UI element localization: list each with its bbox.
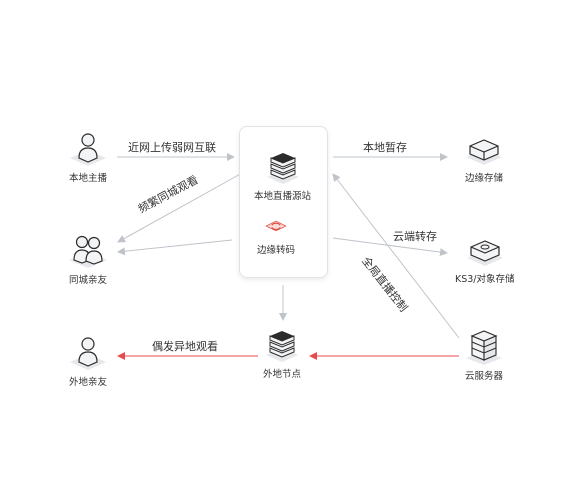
storage-disk-icon	[466, 240, 503, 266]
edge-transcode-label: 边缘转码	[256, 245, 295, 256]
server-stack-icon	[266, 331, 298, 362]
same-city-friends-label: 同城亲友	[68, 275, 107, 286]
remote-node-label: 外地节点	[262, 369, 301, 380]
two-persons-icon	[69, 235, 107, 268]
edge-transcode-node[interactable]: 边缘转码	[254, 212, 298, 256]
origin-station-node[interactable]: 本地直播源站	[254, 146, 311, 202]
local-anchor-label: 本地主播	[68, 173, 107, 184]
remote-friends-node[interactable]: 外地亲友	[66, 332, 110, 388]
remote-friends-label: 外地亲友	[68, 377, 107, 388]
person-icon	[70, 133, 106, 166]
edge-cloud-transfer-line	[332, 237, 448, 257]
edge-frequent-watch-line	[117, 171, 245, 243]
server-tower-icon	[466, 330, 502, 365]
same-city-friends-node[interactable]: 同城亲友	[66, 230, 110, 286]
ks3-storage-label: KS3/对象存储	[455, 274, 515, 285]
occasional-watch-label: 偶发异地观看	[152, 340, 218, 353]
local-temp-label: 本地暂存	[363, 141, 407, 154]
edge-storage-node[interactable]: 边缘存储	[462, 128, 506, 184]
cloud-server-label: 云服务器	[464, 371, 503, 382]
cloud-server-node[interactable]: 云服务器	[462, 326, 506, 382]
edge-storage-label: 边缘存储	[464, 173, 503, 184]
storage-box-icon	[466, 139, 502, 165]
origin-station-label: 本地直播源站	[254, 191, 312, 202]
transcode-icon	[265, 220, 287, 232]
edge-transcode-to-city-line	[117, 239, 233, 256]
edge-global-control-line	[332, 173, 460, 339]
remote-node-node[interactable]: 外地节点	[260, 324, 304, 380]
ks3-storage-node[interactable]: KS3/对象存储	[455, 229, 515, 285]
near-network-label: 近网上传弱网互联	[128, 141, 216, 154]
local-anchor-node[interactable]: 本地主播	[66, 128, 110, 184]
person-icon	[70, 337, 106, 370]
cloud-transfer-label: 云端转存	[393, 230, 437, 243]
origin-transcode-container	[239, 126, 328, 278]
server-stack-icon	[266, 153, 299, 184]
